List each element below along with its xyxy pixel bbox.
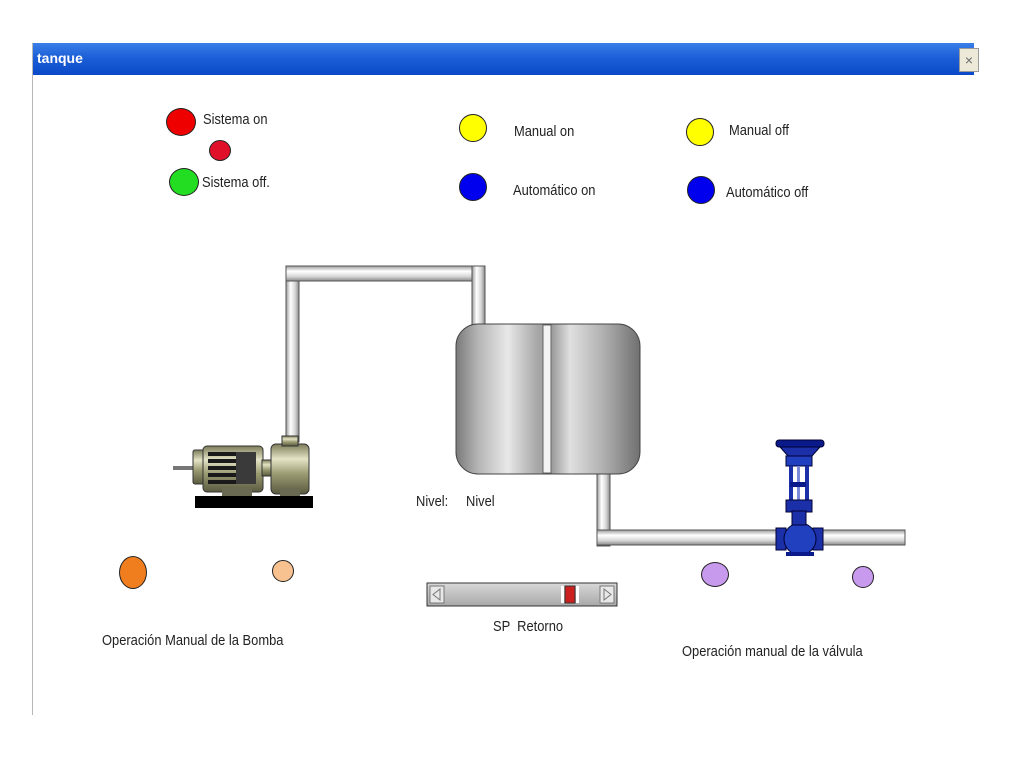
nivel-label: Nivel: [416, 493, 449, 510]
automatico-on-indicator[interactable] [459, 173, 487, 201]
valve-manual-left-button[interactable] [701, 562, 729, 587]
manual-off-label: Manual off [729, 122, 790, 139]
automatico-on-label: Automático on [513, 182, 596, 199]
manual-on-indicator[interactable] [459, 114, 487, 142]
manual-off-indicator[interactable] [686, 118, 714, 146]
pump-manual-button[interactable] [119, 556, 147, 589]
pump-discharge-pipe [285, 265, 486, 443]
pump-motor[interactable] [173, 435, 313, 508]
valve-manual-label: Operación manual de la válvula [682, 643, 863, 660]
pump-manual-label: Operación Manual de la Bomba [102, 632, 284, 649]
window-title: tanque [37, 50, 83, 66]
control-valve[interactable] [775, 439, 825, 556]
close-button[interactable]: × [959, 48, 979, 72]
automatico-off-label: Automático off [726, 184, 809, 201]
tank-outlet-pipe [596, 473, 906, 547]
sistema-off-indicator[interactable] [169, 168, 199, 196]
sistema-status-indicator[interactable] [209, 140, 231, 161]
sp-retorno-label: SP Retorno [493, 618, 564, 635]
sistema-on-label: Sistema on [203, 111, 268, 128]
automatico-off-indicator[interactable] [687, 176, 715, 204]
sistema-on-indicator[interactable] [166, 108, 196, 136]
manual-on-label: Manual on [514, 123, 575, 140]
valve-manual-right-button[interactable] [852, 566, 874, 588]
title-bar[interactable]: tanque × [33, 43, 979, 75]
sistema-off-label: Sistema off. [202, 174, 270, 191]
nivel-value: Nivel [466, 493, 495, 510]
tank[interactable] [455, 323, 641, 475]
pump-manual-secondary-button[interactable] [272, 560, 294, 582]
sp-retorno-slider[interactable] [426, 582, 618, 607]
